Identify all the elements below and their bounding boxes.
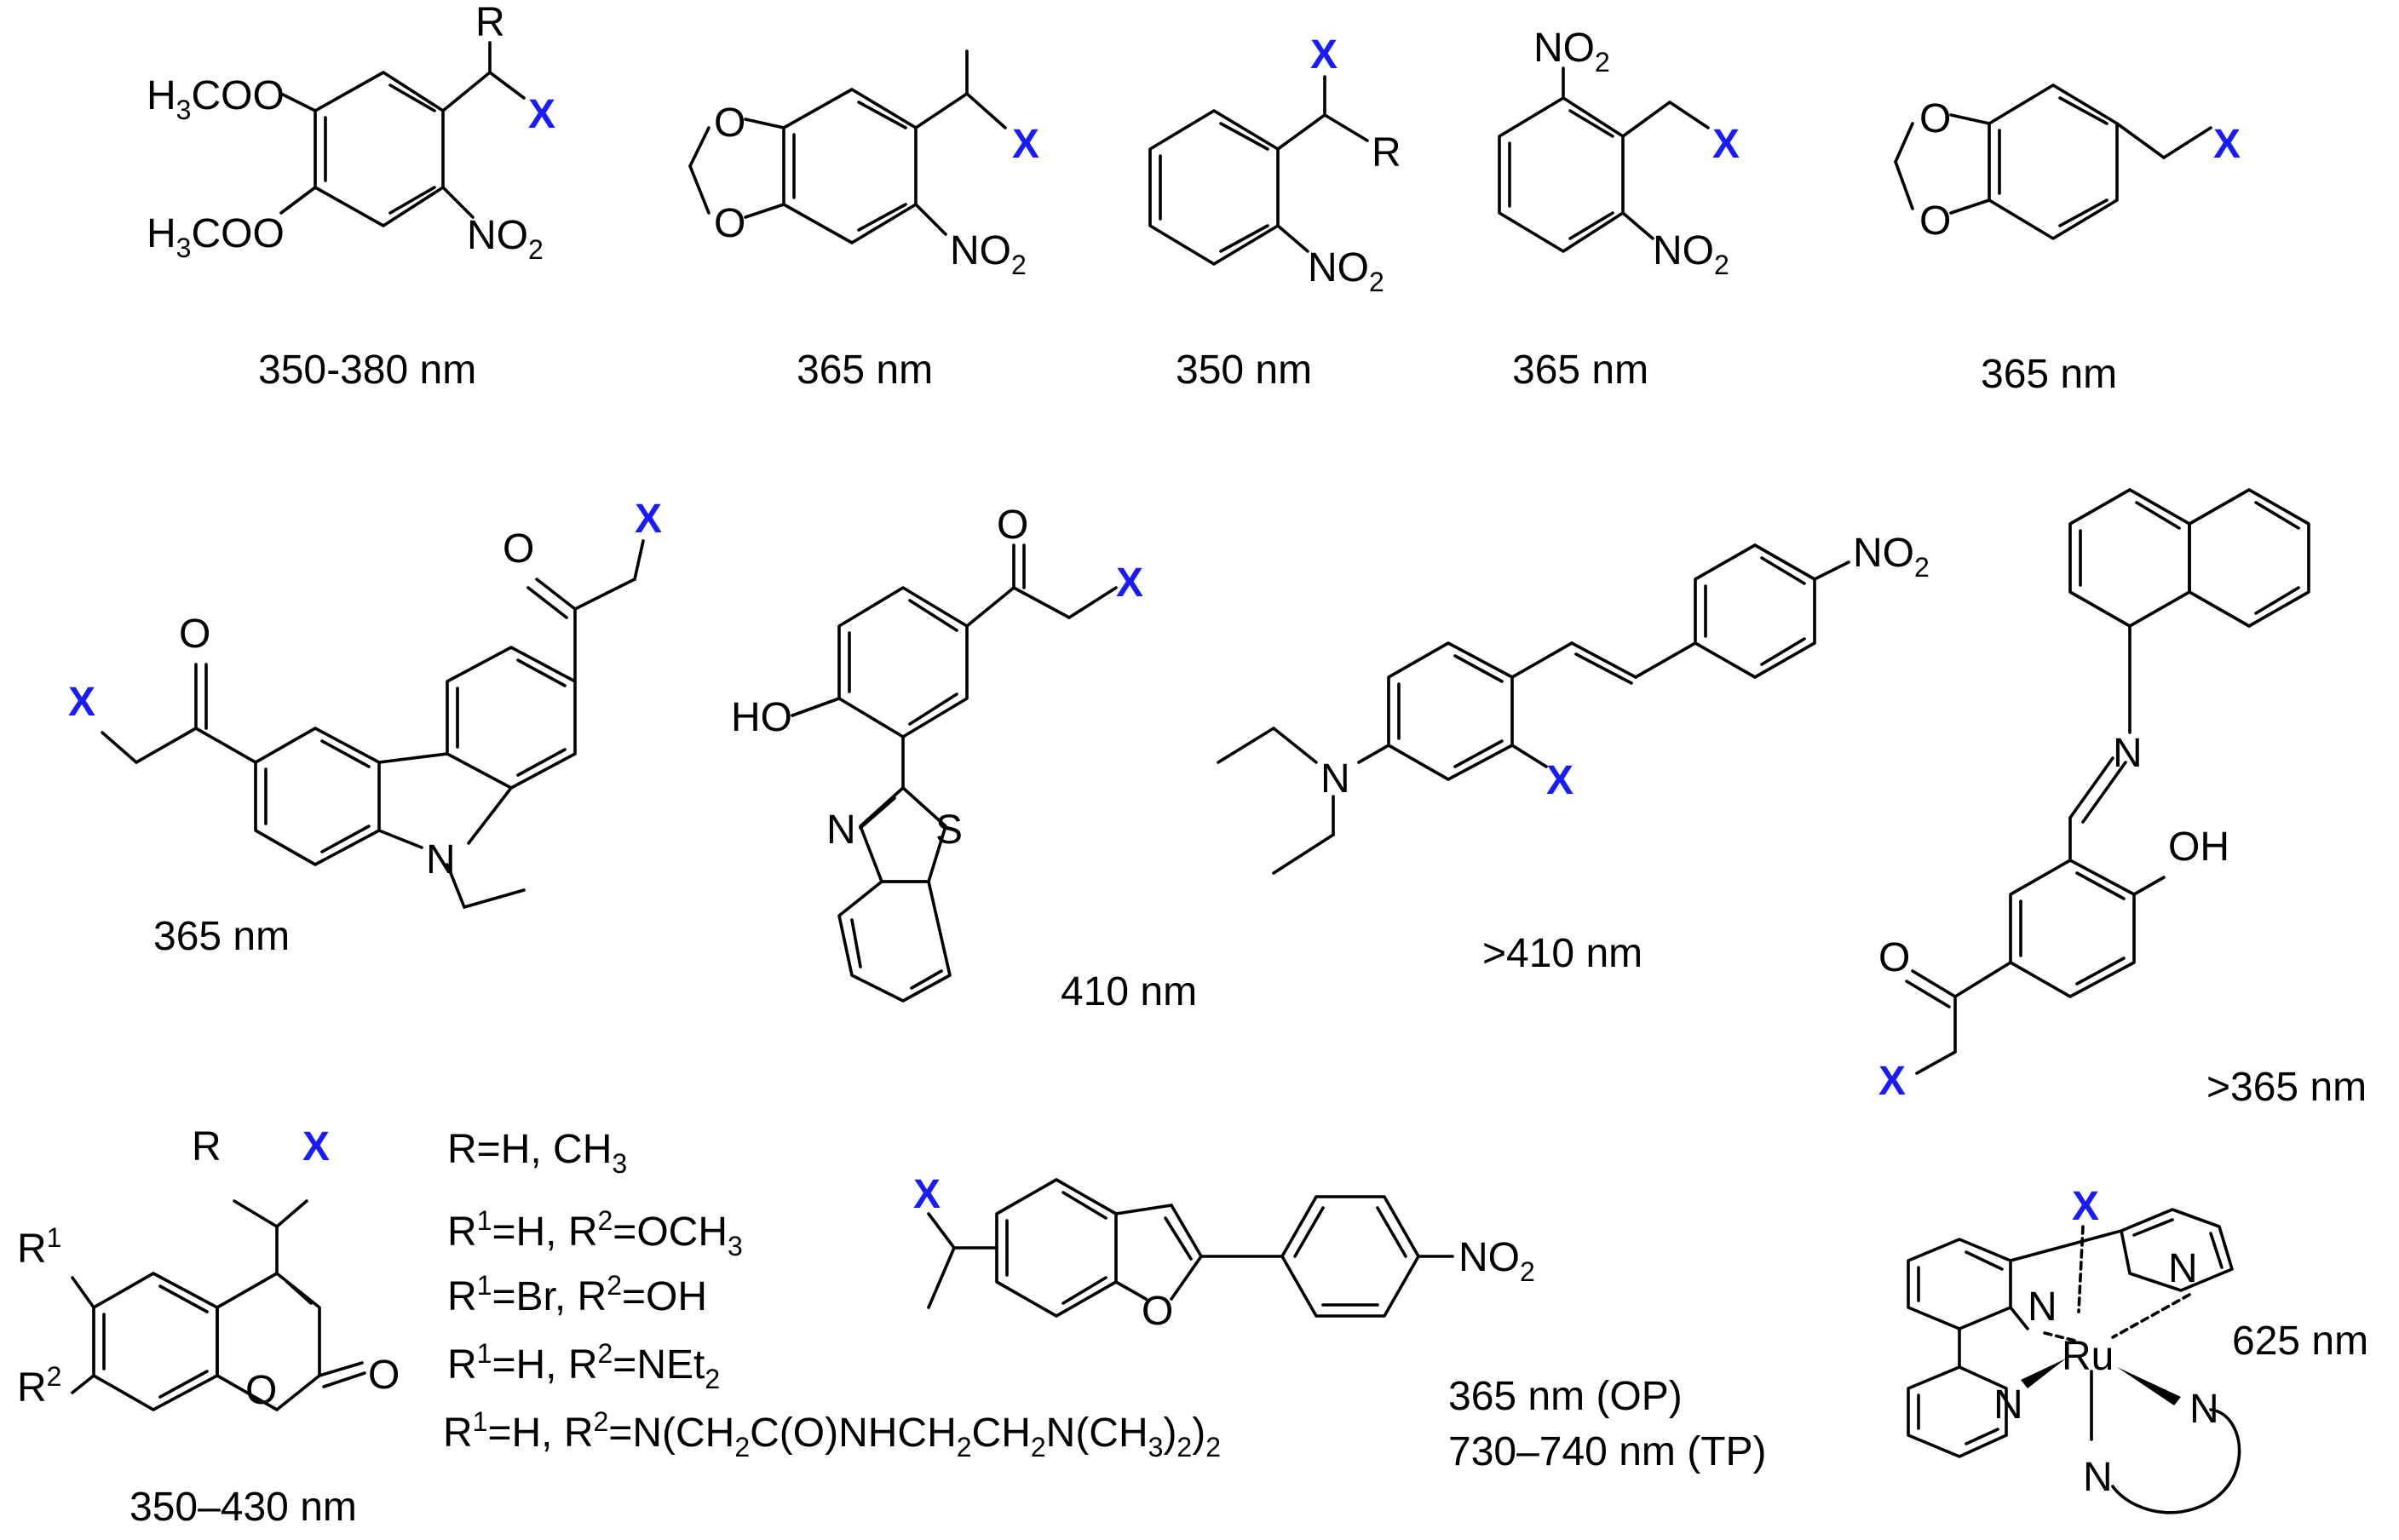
compound-dinitrobenzyl: NO2 X NO2 365 nm xyxy=(1498,26,1740,393)
substituent-list: R=H, CH3 R1=H, R2=OCH3 R1=Br, R2=OH R1=H… xyxy=(443,1127,1221,1462)
x-label: X xyxy=(1712,122,1740,167)
x-label: X xyxy=(302,1124,330,1169)
compound-naphthylimine-phenol: N OH O X >365 nm xyxy=(1878,488,2367,1110)
nitro-label: NO2 xyxy=(1308,245,1384,297)
r-atom: R xyxy=(475,0,505,45)
wavelength-label: 365 nm xyxy=(797,348,933,393)
compound-piperonyl: O O X 365 nm xyxy=(1894,83,2241,397)
wavelength-label: 365 nm xyxy=(153,914,290,959)
compound-ruthenium-complex: X N N N Ru N N 625 nm xyxy=(1907,1184,2368,1514)
x-label: X xyxy=(2072,1184,2099,1229)
compound-aminostilbene: N X NO2 >410 nm xyxy=(1217,531,1930,976)
oxygen-atom: O xyxy=(503,526,534,572)
compound-nitrobenzyl: X R NO2 350 nm xyxy=(1148,32,1401,393)
oxygen-atom: O xyxy=(1919,198,1951,244)
x-label: X xyxy=(1310,32,1338,78)
nitro-label: NO2 xyxy=(467,213,544,265)
x-label: X xyxy=(1116,560,1143,606)
nitrogen-atom: N xyxy=(426,837,456,882)
wavelength-label: 410 nm xyxy=(1061,969,1197,1014)
oxygen-atom: O xyxy=(368,1353,400,1398)
oxygen-atom: O xyxy=(714,101,745,146)
x-label: X xyxy=(1546,758,1573,803)
r-atom: R xyxy=(1372,130,1401,175)
methoxy-label: H3COO xyxy=(147,73,285,125)
nitrogen-atom: N xyxy=(2113,731,2143,776)
nitrogen-atom: N xyxy=(1320,756,1350,802)
x-label: X xyxy=(913,1172,941,1217)
substituent-line: R=H, CH3 xyxy=(447,1127,627,1179)
compound-hydroxyphenyl-benzothiazole: HO O N S X 410 nm xyxy=(731,503,1197,1014)
x-label: X xyxy=(635,497,662,542)
r1-label: R1 xyxy=(17,1222,61,1272)
x-label: X xyxy=(68,680,95,725)
oxygen-atom: O xyxy=(179,612,210,657)
compound-nitrophenyl-benzofuran: O X NO2 365 nm (OP) 730–740 nm (TP) xyxy=(913,1172,1767,1474)
compound-carbazole-diketone: O O N X X 365 nm xyxy=(68,497,662,959)
x-label: X xyxy=(1012,122,1039,167)
substituent-line: R1=Br, R2=OH xyxy=(447,1270,707,1319)
nitrogen-atom: N xyxy=(2189,1387,2219,1432)
wavelength-label: 365 nm xyxy=(1512,348,1648,393)
substituent-line: R1=H, R2=NEt2 xyxy=(447,1338,720,1394)
ruthenium-atom: Ru xyxy=(2062,1334,2114,1379)
wavelength-label: >410 nm xyxy=(1482,931,1642,976)
oxygen-atom: O xyxy=(714,201,745,246)
nitrogen-atom: N xyxy=(2168,1246,2198,1291)
hydroxyl-label: OH xyxy=(2168,825,2229,870)
nitro-label: NO2 xyxy=(1653,228,1729,280)
x-label: X xyxy=(528,92,555,137)
oxygen-atom: O xyxy=(1878,935,1910,980)
r-atom: R xyxy=(192,1124,221,1169)
wavelength-label-secondary: 730–740 nm (TP) xyxy=(1448,1429,1767,1474)
nitrogen-atom: N xyxy=(2028,1284,2057,1330)
oxygen-atom: O xyxy=(1919,96,1951,141)
methoxy-label: H3COO xyxy=(147,211,285,263)
wavelength-label: >365 nm xyxy=(2206,1065,2367,1110)
r2-label: R2 xyxy=(17,1361,61,1411)
oxygen-atom: O xyxy=(245,1368,277,1413)
compound-coumarin: R X R1 R2 O O 350–430 nm xyxy=(17,1124,400,1530)
x-label: X xyxy=(1878,1059,1906,1104)
nitrogen-atom: N xyxy=(2083,1455,2113,1500)
wavelength-label: 365 nm xyxy=(1981,352,2117,397)
sulfur-atom: S xyxy=(935,807,963,853)
nitro-label: NO2 xyxy=(1533,26,1610,78)
wavelength-label: 350 nm xyxy=(1176,348,1312,393)
nitro-label: NO2 xyxy=(1458,1235,1535,1287)
compound-methylenedioxy-nitrophenylethyl: O O X NO2 365 nm xyxy=(688,49,1039,393)
nitro-label: NO2 xyxy=(1853,531,1930,583)
substituent-line: R1=H, R2=OCH3 xyxy=(447,1205,743,1261)
oxygen-atom: O xyxy=(997,503,1028,548)
wavelength-label: 350–430 nm xyxy=(129,1485,357,1530)
compound-dimethoxy-nitrobenzyl: R X H3COO H3COO NO2 350-380 nm xyxy=(147,0,555,393)
oxygen-atom: O xyxy=(1142,1289,1173,1334)
wavelength-label: 625 nm xyxy=(2232,1319,2368,1364)
x-label: X xyxy=(2213,122,2241,167)
substituent-line: R1=H, R2=N(CH2C(O)NHCH2CH2N(CH3)2)2 xyxy=(443,1406,1221,1462)
nitro-label: NO2 xyxy=(950,228,1027,280)
hydroxyl-label: HO xyxy=(731,695,792,740)
nitrogen-atom: N xyxy=(826,807,856,853)
wavelength-label: 365 nm (OP) xyxy=(1448,1374,1683,1419)
nitrogen-atom: N xyxy=(1993,1382,2023,1428)
wavelength-label: 350-380 nm xyxy=(258,348,476,393)
